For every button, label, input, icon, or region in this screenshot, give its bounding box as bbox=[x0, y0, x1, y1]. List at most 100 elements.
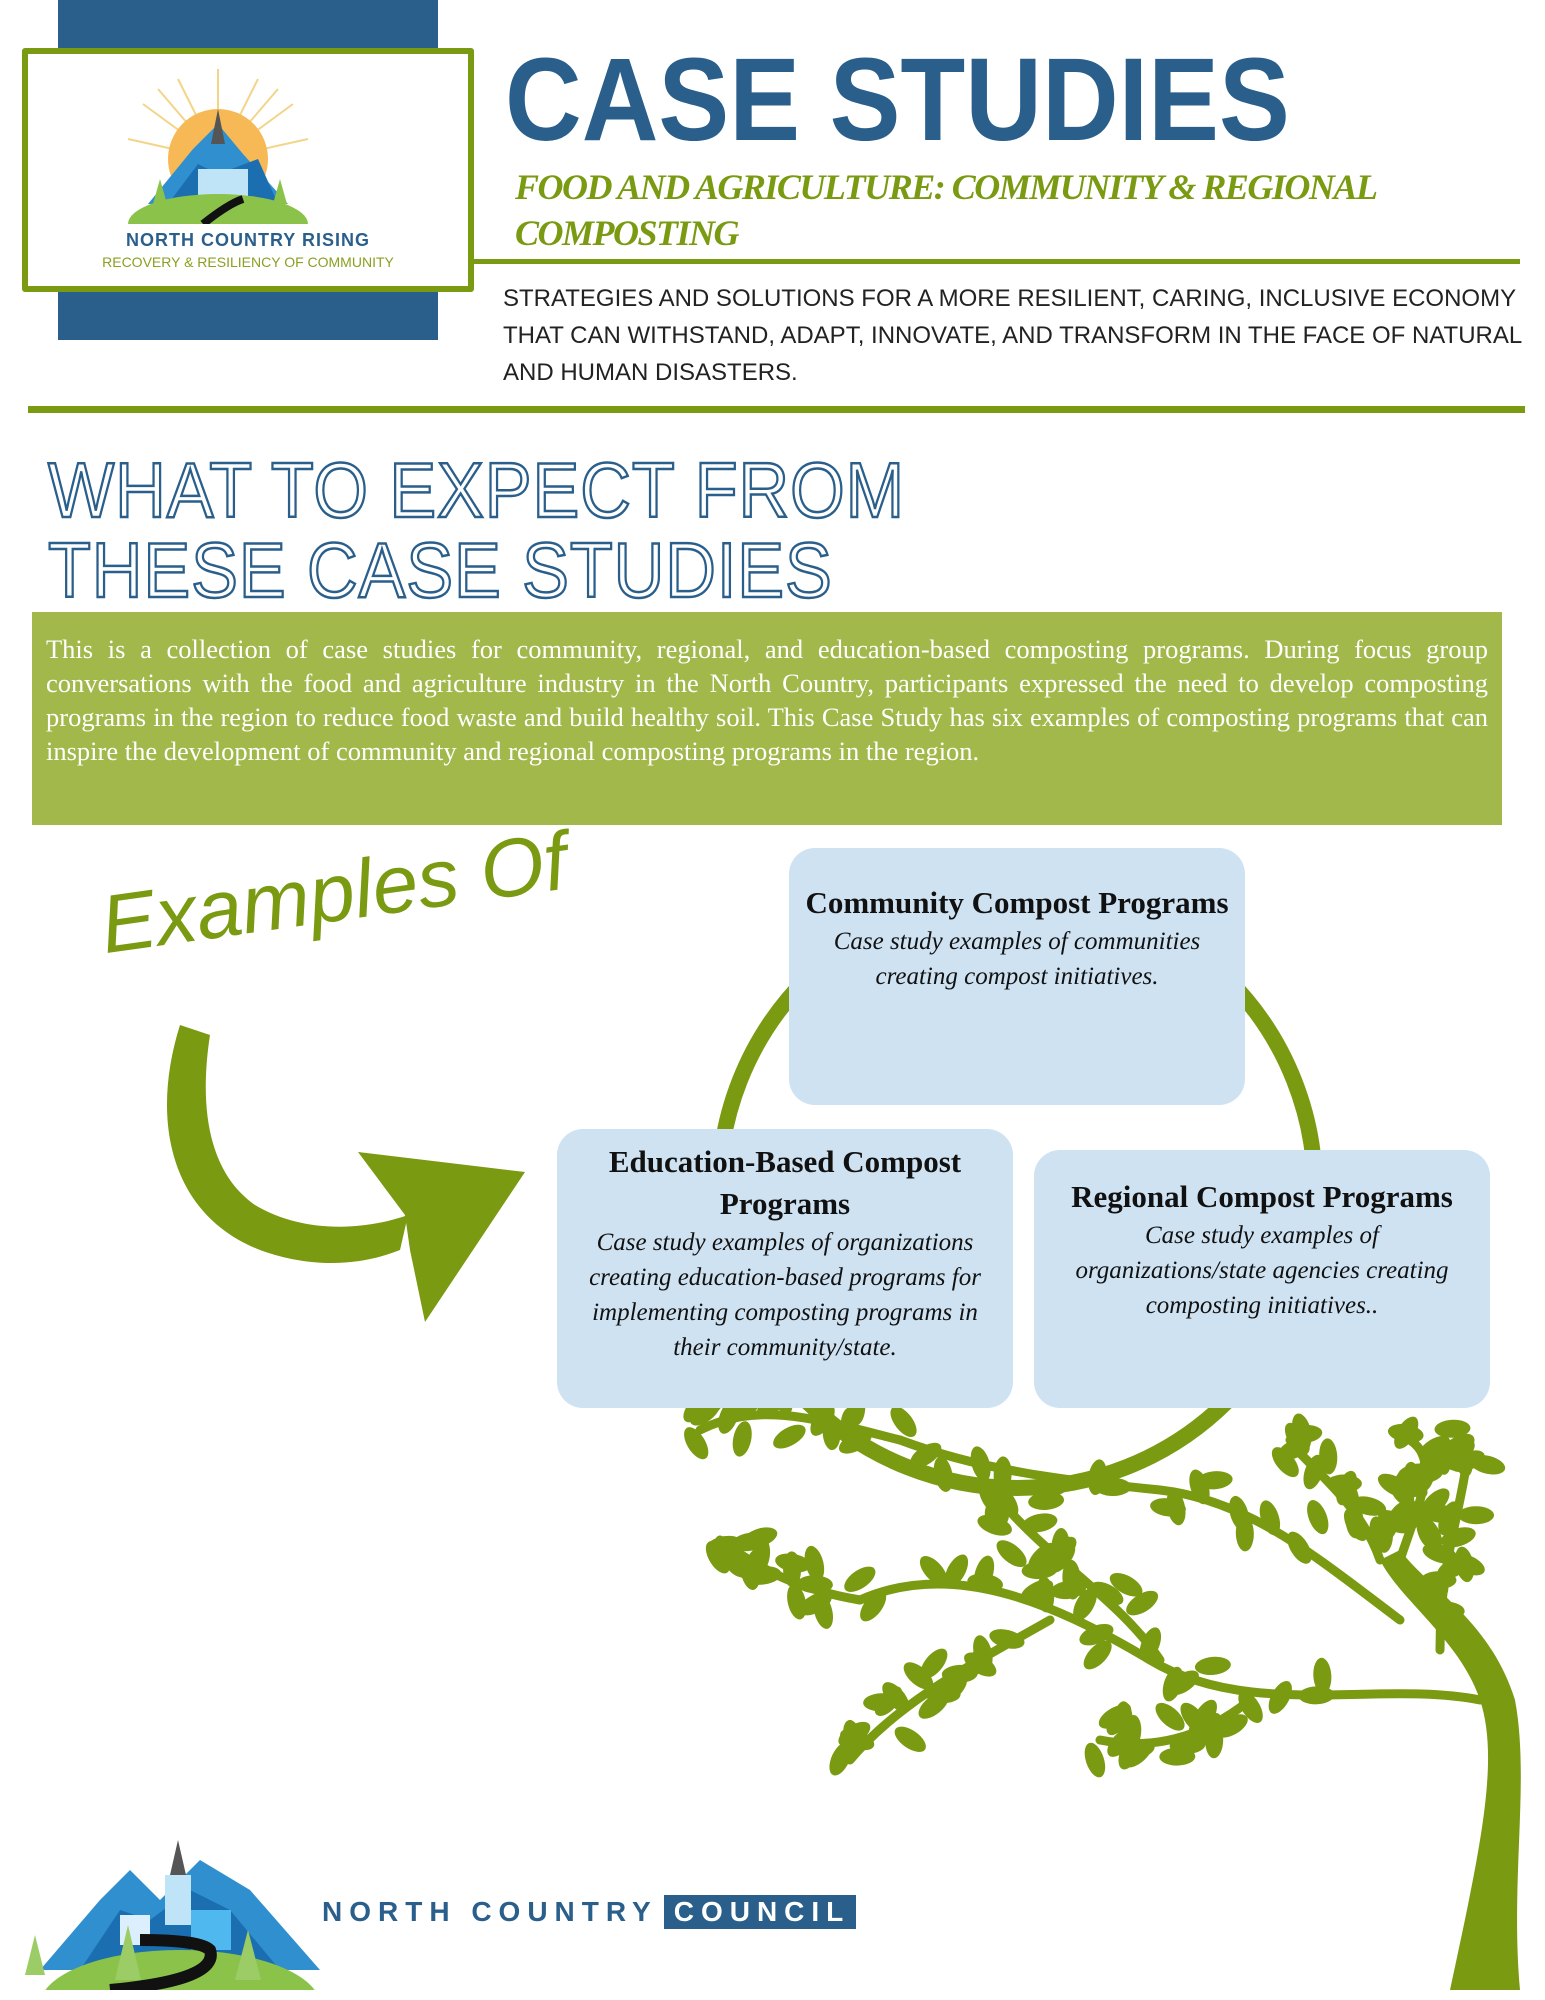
tree-leaf bbox=[1238, 1691, 1263, 1723]
tree-leaf bbox=[1098, 1704, 1132, 1729]
tree-leaf bbox=[1028, 1491, 1065, 1511]
card-education-compost: Education-Based Compost Programs Case st… bbox=[557, 1129, 1013, 1408]
tree-leaf bbox=[1050, 1580, 1087, 1600]
tree-leaf bbox=[1450, 1553, 1485, 1576]
card-description: Case study examples of communities creat… bbox=[833, 928, 1201, 990]
tree-leaf bbox=[1284, 1422, 1310, 1455]
tree-leaf bbox=[787, 1584, 807, 1620]
tree-leaf bbox=[1107, 1727, 1136, 1757]
tree-trunk bbox=[1380, 1550, 1521, 1990]
tree-leaf bbox=[1438, 1501, 1460, 1536]
footer-org-part2: COUNCIL bbox=[663, 1895, 857, 1929]
divider bbox=[28, 406, 1525, 413]
tree-leaf bbox=[1271, 1447, 1299, 1478]
tree-leaf bbox=[838, 1430, 872, 1454]
tree-leaf bbox=[919, 1556, 948, 1586]
tree-leaf bbox=[1180, 1702, 1207, 1734]
tree-leaf bbox=[1079, 1623, 1114, 1646]
tree-leaf bbox=[1420, 1571, 1457, 1590]
logo-subtitle: RECOVERY & RESILIENCY OF COMMUNITY bbox=[102, 254, 394, 270]
tree-leaf bbox=[804, 1545, 825, 1582]
tree-leaf bbox=[1458, 1506, 1495, 1525]
tree-leaf bbox=[1021, 1513, 1058, 1533]
tree-leaf bbox=[1287, 1531, 1312, 1564]
tree-leaf bbox=[773, 1424, 806, 1449]
tree-leaf bbox=[1407, 1464, 1443, 1484]
card-description: Case study examples of organizations/sta… bbox=[1075, 1222, 1449, 1319]
intro-paragraph: This is a collection of case studies for… bbox=[32, 612, 1502, 825]
page-title: CASE STUDIES bbox=[505, 34, 1290, 166]
tree-leaf bbox=[732, 1421, 752, 1457]
tree-leaf bbox=[1418, 1435, 1451, 1461]
tree-leaf bbox=[718, 1399, 740, 1434]
tree-leaf bbox=[1118, 1735, 1141, 1770]
tree-leaf bbox=[993, 1485, 1019, 1518]
tree-leaf bbox=[944, 1554, 969, 1588]
tree-leaf bbox=[838, 1721, 871, 1747]
tree-leaf bbox=[964, 1652, 997, 1677]
tree-leaf bbox=[890, 1406, 917, 1438]
tree-leaf bbox=[1441, 1433, 1475, 1458]
tree-leaf bbox=[810, 1403, 835, 1436]
tree-leaf bbox=[920, 1648, 948, 1679]
tree-leaf bbox=[1126, 1590, 1159, 1616]
tree-leaf bbox=[822, 1414, 841, 1451]
tree-leaf bbox=[933, 1456, 953, 1492]
tree-leaf bbox=[796, 1575, 833, 1594]
tree-leaf bbox=[1215, 1714, 1248, 1738]
tree-leaf bbox=[705, 1541, 730, 1574]
tree-leaf bbox=[993, 1456, 1012, 1493]
tree-leaf bbox=[924, 1685, 961, 1704]
tree-leaf bbox=[1169, 1736, 1206, 1755]
card-regional-compost: Regional Compost Programs Case study exa… bbox=[1034, 1150, 1490, 1408]
tree-leaf bbox=[1088, 1459, 1107, 1496]
tree-leaf bbox=[1090, 1581, 1124, 1606]
tree-leaf bbox=[903, 1662, 934, 1690]
tree-leaf bbox=[1307, 1500, 1329, 1535]
north-country-council-logo-icon bbox=[25, 1840, 320, 1990]
tree-leaf bbox=[967, 1573, 1004, 1593]
divider bbox=[468, 259, 1520, 264]
footer-org-part1: NORTH COUNTRY bbox=[322, 1896, 658, 1927]
tree-leaf bbox=[1073, 1588, 1097, 1621]
tree-leaf bbox=[775, 1553, 811, 1573]
north-country-rising-logo: NORTH COUNTRY RISING RECOVERY & RESILIEN… bbox=[22, 48, 474, 292]
card-title: Education-Based Compost Programs bbox=[608, 1144, 962, 1221]
tree-leaf bbox=[1196, 1471, 1233, 1490]
tree-leaf bbox=[1259, 1500, 1281, 1536]
tree-leaf bbox=[1084, 1742, 1106, 1778]
tree-leaf bbox=[1205, 1722, 1224, 1759]
tree-leaf bbox=[970, 1446, 991, 1482]
tree-leaf bbox=[989, 1629, 1025, 1649]
tree-leaf bbox=[1298, 1686, 1335, 1705]
tree-leaf bbox=[1422, 1543, 1458, 1564]
card-community-compost: Community Compost Programs Case study ex… bbox=[789, 848, 1245, 1105]
tree-leaf bbox=[1051, 1528, 1070, 1565]
card-title: Community Compost Programs bbox=[805, 885, 1229, 920]
tree-leaf bbox=[1162, 1666, 1184, 1702]
tree-leaf bbox=[720, 1545, 746, 1577]
tree-leaf bbox=[1345, 1502, 1364, 1539]
tree-leaf bbox=[1035, 1576, 1055, 1613]
tree-leaf bbox=[909, 1442, 942, 1468]
tree-leaf bbox=[1387, 1423, 1424, 1443]
tree-leaf bbox=[1338, 1477, 1360, 1512]
tagline: STRATEGIES AND SOLUTIONS FOR A MORE RESI… bbox=[503, 285, 1522, 386]
tree-leaf bbox=[1021, 1560, 1058, 1580]
card-description: Case study examples of organizations cre… bbox=[589, 1229, 981, 1361]
tree-leaf bbox=[1434, 1419, 1471, 1438]
footer-org-name: NORTH COUNTRY COUNCIL bbox=[322, 1895, 857, 1929]
tree-leaf bbox=[1303, 1454, 1325, 1490]
tree-illustration-icon bbox=[683, 1375, 1521, 1990]
tree-leaf bbox=[1139, 1627, 1162, 1662]
tree-leaf bbox=[1166, 1489, 1186, 1526]
logo-title: NORTH COUNTRY RISING bbox=[125, 230, 370, 250]
tree-leaf bbox=[1428, 1601, 1465, 1620]
tree-leaf bbox=[1469, 1455, 1506, 1475]
tree-leaf bbox=[1388, 1476, 1415, 1508]
tree-leaf bbox=[1268, 1680, 1292, 1714]
tree-leaf bbox=[996, 1540, 1027, 1568]
tree-leaf bbox=[1319, 1438, 1338, 1475]
tree-leaf bbox=[1235, 1515, 1254, 1552]
